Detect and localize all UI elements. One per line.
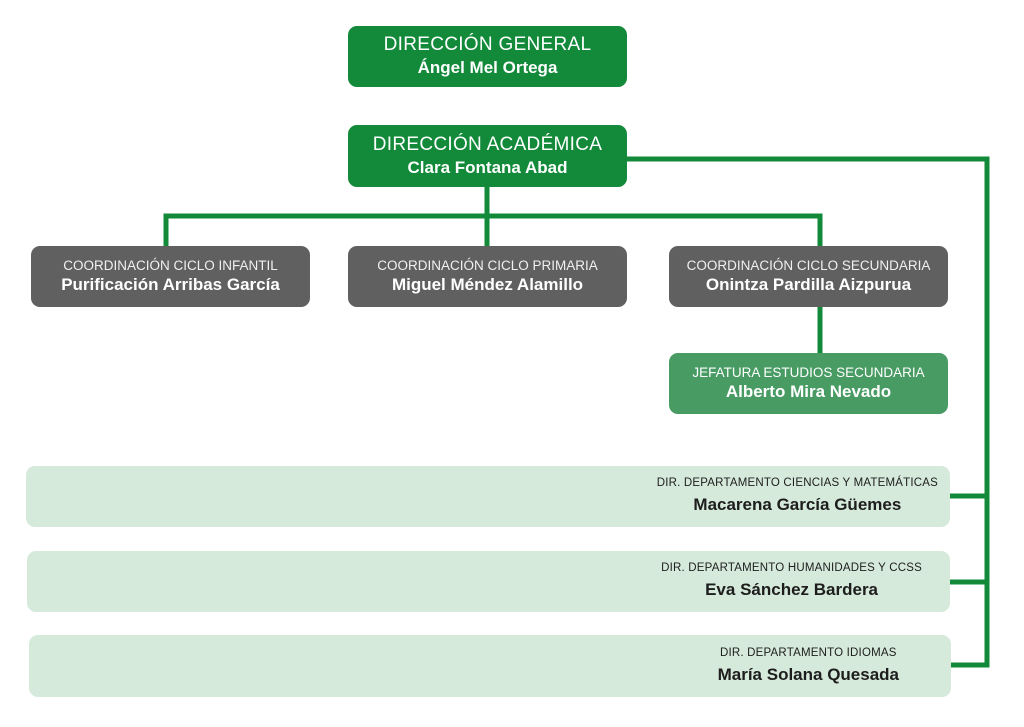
- node-dept-ciencias: DIR. DEPARTAMENTO CIENCIAS Y MATEMÁTICAS…: [26, 466, 950, 527]
- node-title: DIRECCIÓN GENERAL: [383, 34, 592, 56]
- node-person: Alberto Mira Nevado: [725, 381, 892, 401]
- node-person: Onintza Pardilla Aizpurua: [705, 274, 912, 294]
- node-title: DIR. DEPARTAMENTO HUMANIDADES Y CCSS: [661, 562, 922, 575]
- node-coordinacion-primaria: COORDINACIÓN CICLO PRIMARIA Miguel Ménde…: [348, 246, 627, 307]
- node-title: COORDINACIÓN CICLO PRIMARIA: [377, 257, 598, 273]
- connector-departments: [624, 156, 990, 668]
- node-direccion-academica: DIRECCIÓN ACADÉMICA Clara Fontana Abad: [348, 125, 627, 187]
- node-title: DIR. DEPARTAMENTO IDIOMAS: [719, 646, 897, 659]
- node-title: COORDINACIÓN CICLO SECUNDARIA: [686, 257, 931, 273]
- node-person: Eva Sánchez Bardera: [705, 580, 879, 600]
- node-person: Miguel Méndez Alamillo: [391, 274, 584, 294]
- node-person: María Solana Quesada: [717, 664, 899, 684]
- node-person: Clara Fontana Abad: [407, 157, 568, 177]
- node-title: DIR. DEPARTAMENTO CIENCIAS Y MATEMÁTICAS: [656, 477, 938, 490]
- node-coordinacion-infantil: COORDINACIÓN CICLO INFANTIL Purificación…: [31, 246, 310, 307]
- node-person: Purificación Arribas García: [61, 274, 280, 294]
- node-person: Macarena García Güemes: [693, 495, 902, 515]
- node-title: JEFATURA ESTUDIOS SECUNDARIA: [692, 364, 925, 380]
- node-dept-humanidades: DIR. DEPARTAMENTO HUMANIDADES Y CCSS Eva…: [27, 551, 950, 612]
- node-title: DIRECCIÓN ACADÉMICA: [372, 133, 603, 155]
- node-direccion-general: DIRECCIÓN GENERAL Ángel Mel Ortega: [348, 26, 627, 87]
- node-person: Ángel Mel Ortega: [417, 58, 558, 78]
- node-coordinacion-secundaria: COORDINACIÓN CICLO SECUNDARIA Onintza Pa…: [669, 246, 948, 307]
- node-jefatura-secundaria: JEFATURA ESTUDIOS SECUNDARIA Alberto Mir…: [669, 353, 948, 414]
- node-dept-idiomas: DIR. DEPARTAMENTO IDIOMAS María Solana Q…: [29, 635, 951, 697]
- node-title: COORDINACIÓN CICLO INFANTIL: [63, 257, 278, 273]
